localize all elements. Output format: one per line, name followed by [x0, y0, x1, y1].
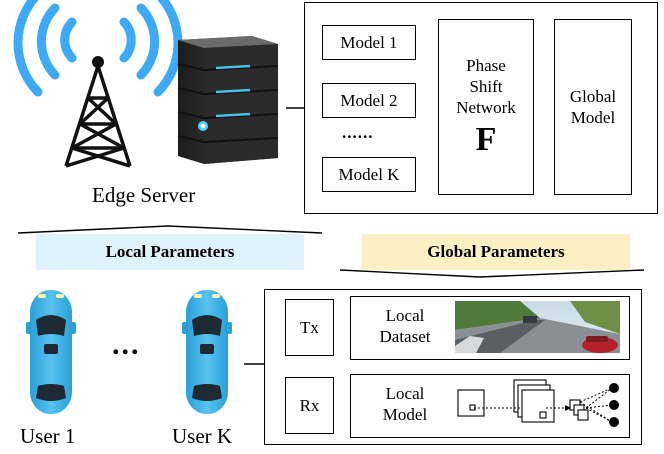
psn-symbol: F: [475, 120, 497, 158]
global-parameters-banner: Global Parameters: [362, 234, 630, 270]
psn-line-2: Shift: [469, 76, 503, 96]
global-model-line-1: Global: [569, 87, 617, 106]
model-k-label: Model K: [338, 165, 400, 184]
local-dataset-line-2: Dataset: [379, 327, 431, 346]
global-model-box: Global Model: [554, 19, 632, 195]
tx-label: Tx: [300, 318, 319, 337]
models-ellipsis: ......: [342, 123, 374, 142]
edge-server-label: Edge Server: [92, 183, 196, 207]
global-model-line-2: Model: [570, 108, 616, 127]
rx-box: Rx: [285, 377, 334, 434]
model-1-box: Model 1: [322, 25, 416, 60]
local-model-text: Local Model: [360, 383, 450, 425]
model-2-label: Model 2: [340, 91, 398, 110]
local-dataset-text: Local Dataset: [360, 305, 450, 347]
tower-lattice: [64, 65, 132, 168]
local-dataset-line-1: Local: [385, 306, 425, 325]
global-parameters-label: Global Parameters: [427, 242, 565, 261]
banner-divider-lines: [17, 225, 645, 278]
local-model-line-1: Local: [385, 384, 425, 403]
antenna-tower-icon: [13, 0, 183, 97]
phase-shift-network-box: Phase Shift Network F: [438, 19, 534, 195]
car-icon-user-1: [26, 290, 76, 414]
server-icon: [177, 36, 279, 164]
users-ellipsis: ...: [112, 328, 141, 361]
local-parameters-banner: Local Parameters: [36, 234, 304, 270]
model-k-box: Model K: [322, 157, 416, 192]
model-1-label: Model 1: [340, 33, 398, 52]
psn-line-1: Phase: [466, 55, 506, 75]
local-parameters-label: Local Parameters: [105, 242, 235, 261]
local-model-line-2: Model: [382, 405, 428, 424]
user-k-label: User K: [172, 424, 233, 448]
car-icon-user-k: [182, 290, 232, 414]
user-1-label: User 1: [20, 424, 76, 448]
psn-line-3: Network: [456, 97, 516, 117]
tx-box: Tx: [285, 299, 334, 356]
model-2-box: Model 2: [322, 83, 416, 118]
rx-label: Rx: [299, 396, 320, 415]
